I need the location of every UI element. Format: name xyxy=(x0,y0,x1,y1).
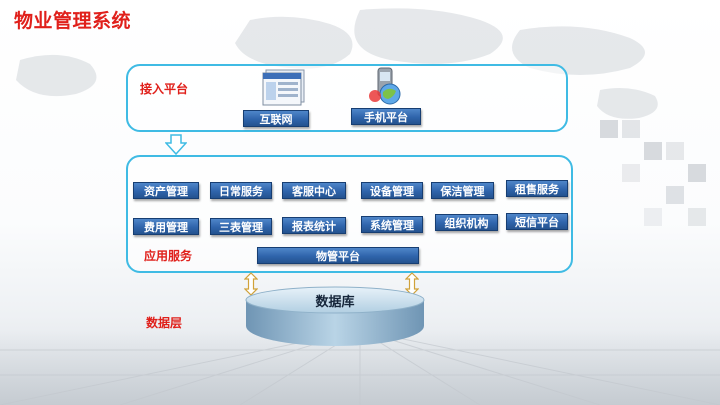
service-report-statistics: 报表统计 xyxy=(282,217,346,234)
access-item-mobile-platform: 手机平台 xyxy=(351,108,421,125)
service-customer-center: 客服中心 xyxy=(282,182,346,199)
data-layer-label: 数据层 xyxy=(146,316,183,330)
service-asset-management: 资产管理 xyxy=(133,182,199,199)
service-organization: 组织机构 xyxy=(435,214,498,231)
world-map-background xyxy=(16,8,658,119)
service-system-management: 系统管理 xyxy=(361,216,423,233)
access-item-internet: 互联网 xyxy=(243,110,309,127)
service-daily-service: 日常服务 xyxy=(210,182,272,199)
mobile-phone-globe-icon xyxy=(369,67,401,105)
page-title: 物业管理系统 xyxy=(14,10,132,32)
application-layer-label: 应用服务 xyxy=(144,249,193,263)
access-layer-label: 接入平台 xyxy=(140,82,189,96)
browser-window-icon xyxy=(262,69,305,106)
database-cylinder xyxy=(245,286,425,346)
service-equipment-management: 设备管理 xyxy=(361,182,423,199)
property-platform-bar: 物管平台 xyxy=(257,247,419,264)
bidirectional-arrow-icon xyxy=(244,272,258,296)
down-arrow-icon xyxy=(165,134,187,156)
access-layer-panel xyxy=(126,64,568,132)
service-fee-management: 费用管理 xyxy=(133,218,199,235)
decorative-squares xyxy=(590,120,720,250)
service-sms-platform: 短信平台 xyxy=(506,213,568,230)
service-cleaning-management: 保洁管理 xyxy=(431,182,494,199)
service-rental-sales: 租售服务 xyxy=(506,180,568,197)
database-label: 数据库 xyxy=(315,295,355,310)
service-meter-management: 三表管理 xyxy=(210,218,272,235)
